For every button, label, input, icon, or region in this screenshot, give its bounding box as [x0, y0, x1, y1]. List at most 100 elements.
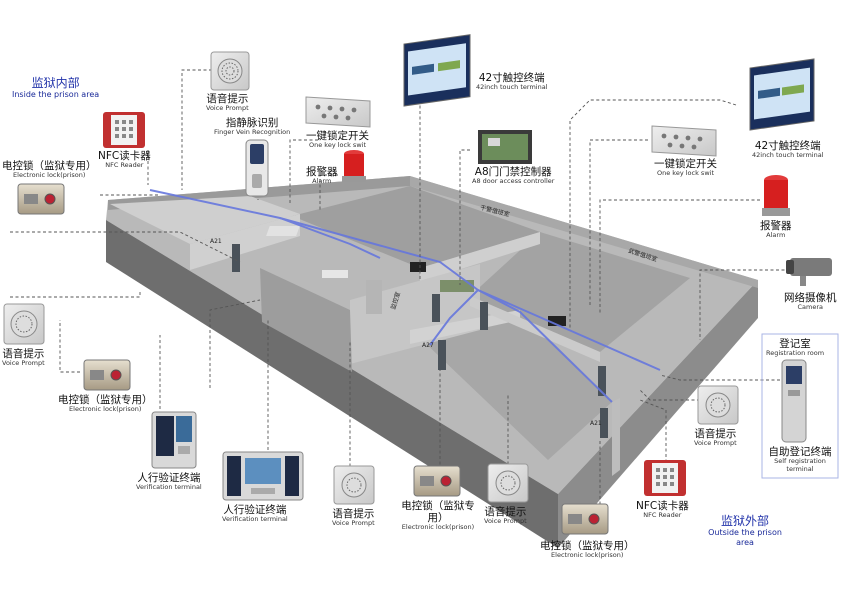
- label-elock-mid-left: 电控锁（监狱专用） Electronic lock(prison): [58, 394, 153, 414]
- door: [598, 366, 606, 396]
- room-floor-c: [420, 312, 612, 460]
- label-en: Verification terminal: [222, 515, 288, 524]
- label-cn: 42寸触控终端: [478, 72, 545, 84]
- label-en: NFC Reader: [643, 511, 682, 520]
- right-wall: [558, 280, 758, 548]
- zone-outside-cn: 监狱外部: [720, 514, 769, 528]
- label-voice-top: 语音提示 Voice Prompt: [206, 93, 249, 113]
- label-en: Voice Prompt: [2, 359, 45, 368]
- camera-icon: [786, 258, 832, 286]
- label-elock-bottom-right: 电控锁（监狱专用） Electronic lock(prison): [540, 540, 635, 560]
- label-en: One key lock swit: [657, 169, 714, 178]
- door: [232, 244, 240, 272]
- door-label: A27: [422, 342, 434, 349]
- label-cn: 语音提示: [2, 348, 45, 360]
- kiosk-icon: [781, 359, 807, 443]
- monitor: [548, 316, 566, 326]
- alarm-light-icon: [342, 150, 366, 182]
- label-en: 42inch touch terminal: [752, 151, 824, 160]
- label-alarm-right: 报警器 Alarm: [760, 220, 792, 240]
- label-cn: 语音提示: [484, 506, 527, 518]
- label-cn: 人行验证终端: [137, 472, 201, 484]
- label-cn: 报警器: [306, 166, 338, 178]
- label-verify-large: 人行验证终端 Verification terminal: [222, 504, 288, 524]
- label-cn: 电控锁（监狱专用）: [2, 160, 97, 172]
- electronic-lock-icon: [83, 359, 131, 391]
- desk: [322, 270, 348, 278]
- label-cn: 登记室: [779, 338, 811, 350]
- label-en: Camera: [797, 303, 823, 312]
- label-cn: 指静脉识别: [225, 117, 279, 129]
- label-touch-42-right: 42寸触控终端 42inch touch terminal: [752, 140, 824, 160]
- label-en: Verification terminal: [136, 483, 202, 492]
- monitor: [410, 262, 426, 272]
- interior-wall-6: [470, 296, 600, 362]
- verification-terminal-icon: [151, 411, 197, 469]
- interior-wall-5: [260, 268, 352, 372]
- label-en: Electronic lock(prison): [13, 171, 86, 180]
- label-en: Voice Prompt: [694, 439, 737, 448]
- label-cn: 电控锁（监狱专用）: [540, 540, 635, 552]
- lock-panel-icon: [305, 96, 371, 128]
- label-en: NFC Reader: [105, 161, 144, 170]
- zone-inside-cn: 监狱内部: [31, 76, 80, 90]
- back-right-wall: [410, 176, 758, 288]
- touch-screen-icon: [749, 58, 815, 131]
- door: [438, 340, 446, 370]
- label-en: Voice Prompt: [206, 104, 249, 113]
- label-cn: 语音提示: [206, 93, 249, 105]
- label-cn: 网络摄像机: [784, 292, 837, 304]
- speaker-icon: [3, 303, 45, 345]
- label-cn: 电控锁（监狱专用）: [58, 394, 153, 406]
- verification-terminal-icon: [222, 451, 304, 501]
- label-en: Registration room: [766, 349, 825, 358]
- label-en: Self registration terminal: [774, 457, 826, 473]
- console: [440, 280, 474, 292]
- zone-outside-en: Outside the prison area: [708, 528, 782, 547]
- label-touch-42-top: 42寸触控终端 42inch touch terminal: [476, 72, 548, 92]
- label-voice-right: 语音提示 Voice Prompt: [694, 428, 737, 448]
- label-cn: 语音提示: [332, 508, 375, 520]
- desk: [266, 226, 300, 236]
- speaker-icon: [333, 465, 375, 505]
- label-cn: 一键锁定开关: [306, 130, 369, 142]
- label-en: Voice Prompt: [484, 517, 527, 526]
- label-voice-bottom-1: 语音提示 Voice Prompt: [332, 508, 375, 528]
- nfc-reader-icon: [103, 112, 145, 148]
- electronic-lock-icon: [413, 465, 461, 497]
- speaker-icon: [697, 385, 739, 425]
- label-en: 42inch touch terminal: [476, 83, 548, 92]
- door: [600, 408, 608, 438]
- label-cn: NFC读卡器: [98, 150, 151, 162]
- label-cn: A8门门禁控制器: [474, 166, 552, 178]
- label-key-lock-top: 一键锁定开关 One key lock swit: [306, 130, 369, 150]
- label-elock-bottom: 电控锁（监狱专用） Electronic lock(prison): [398, 500, 478, 532]
- door-label: A21: [590, 420, 602, 427]
- label-access-controller: A8门门禁控制器 A8 door access controller: [472, 166, 554, 186]
- zone-outside: 监狱外部 Outside the prison area: [705, 514, 785, 548]
- label-nfc-right: NFC读卡器 NFC Reader: [636, 500, 689, 520]
- corridor-floor: [110, 196, 300, 244]
- label-en: Voice Prompt: [332, 519, 375, 528]
- registration-room-frame: [761, 333, 839, 479]
- speaker-icon: [487, 463, 529, 503]
- electronic-lock-icon: [561, 503, 609, 535]
- label-elock-left: 电控锁（监狱专用） Electronic lock(prison): [2, 160, 97, 180]
- label-camera: 网络摄像机 Camera: [784, 292, 837, 312]
- access-controller-icon: [478, 130, 532, 164]
- room-floor-a: [292, 186, 540, 268]
- label-en: A8 door access controller: [472, 177, 555, 186]
- label-en: Alarm: [766, 231, 786, 240]
- room-floor-b: [470, 232, 690, 352]
- label-self-reg: 自助登记终端 Self registration terminal: [764, 446, 836, 473]
- label-en: One key lock swit: [309, 141, 366, 150]
- label-finger-vein: 指静脉识别 Finger Vein Recognition: [214, 117, 290, 137]
- electronic-lock-icon: [17, 183, 65, 215]
- zone-inside: 监狱内部 Inside the prison area: [12, 76, 99, 100]
- label-key-lock-right: 一键锁定开关 One key lock swit: [654, 158, 717, 178]
- label-cn: NFC读卡器: [636, 500, 689, 512]
- speaker-icon: [210, 51, 250, 91]
- zone-inside-en: Inside the prison area: [12, 90, 100, 100]
- touch-screen-icon: [403, 34, 471, 107]
- label-cn: 自助登记终端: [768, 446, 832, 458]
